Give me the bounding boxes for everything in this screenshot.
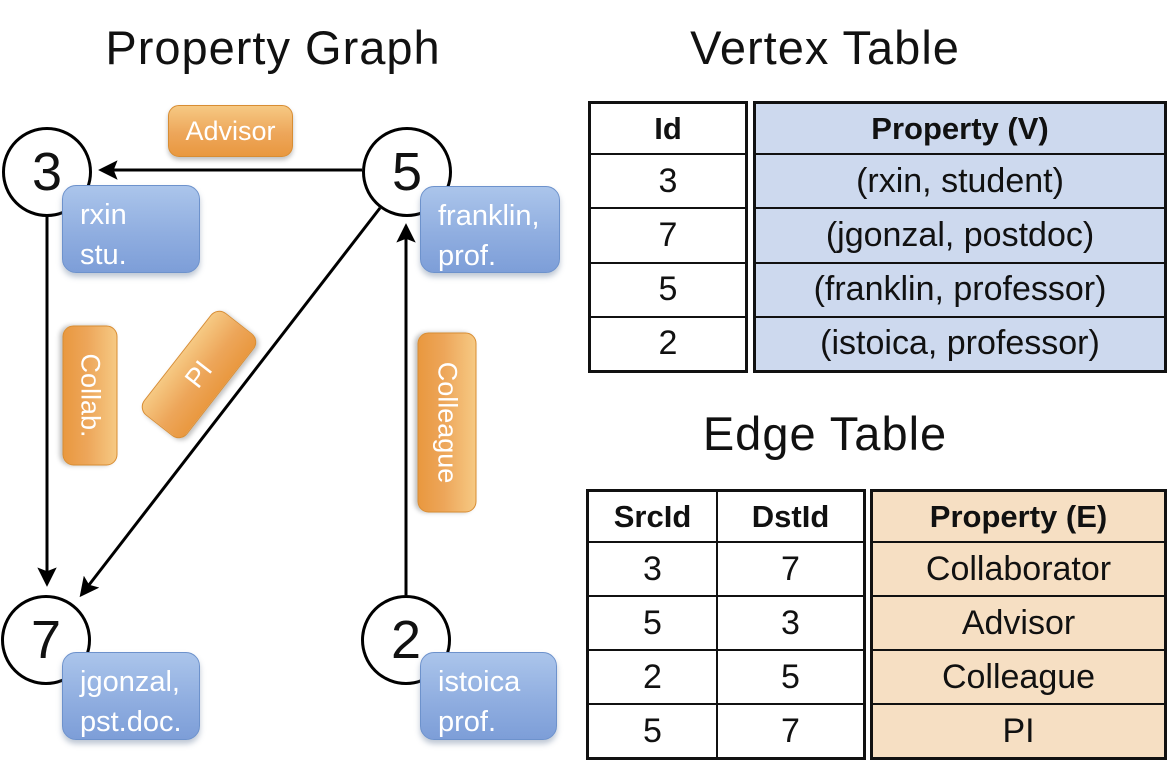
vertex-id-cell: 7 [658,215,678,254]
table-row: 5 3 [589,595,863,649]
edge-src-cell: 5 [643,603,662,642]
column-header-dstid: DstId [716,492,863,541]
vertex-property-cell: (jgonzal, postdoc) [825,215,1095,254]
vertex-table-id-column: Id 3 7 5 2 [588,101,748,373]
vertex-property-box-jgonzal: jgonzal, pst.doc. [62,652,200,740]
edge-src-cell: 2 [643,657,662,696]
table-row: 5 [591,261,745,316]
edge-label-collab: Collab. [62,325,118,466]
table-header-row: Id [591,104,745,153]
vertex-property-line: pst.doc. [80,706,182,738]
vertex-property-cell: (rxin, student) [856,161,1064,200]
vertex-property-line: rxin [80,199,127,231]
vertex-property-line: franklin, [438,200,540,232]
table-row: 3 [591,153,745,207]
edge-dst-cell: 3 [716,597,863,649]
vertex-property-box-istoica: istoica prof. [420,652,557,740]
table-row: 3 7 [589,541,863,595]
edge-label-text: Advisor [185,115,276,146]
graph-node-5: 5 [362,127,452,217]
column-header-property-e: Property (E) [929,498,1108,534]
column-header-property-v: Property (V) [871,110,1049,146]
node-id-label: 7 [30,610,62,670]
table-header-row: Property (V) [756,104,1164,153]
vertex-id-cell: 2 [658,324,678,363]
vertex-id-cell: 3 [658,161,678,200]
edge-property-cell: Collaborator [925,549,1112,588]
table-row: Advisor [873,595,1164,649]
vertex-property-line: istoica [438,666,521,698]
node-id-label: 3 [31,142,63,202]
edge-label-advisor: Advisor [168,105,293,157]
edge-pi-arrow [79,207,382,598]
edge-table-property-column: Property (E) Collaborator Advisor Collea… [870,489,1167,760]
column-header-srcid: SrcId [613,498,692,534]
property-graph-title: Property Graph [105,21,441,74]
table-header-row: SrcId DstId [589,492,863,541]
vertex-id-cell: 5 [658,270,678,309]
vertex-table-title: Vertex Table [690,21,960,74]
vertex-property-box-rxin: rxin stu. [62,185,200,273]
vertex-property-line: stu. [80,239,127,271]
graph-node-2: 2 [361,595,451,685]
table-row: (franklin, professor) [756,261,1164,316]
vertex-property-line: jgonzal, [80,666,180,698]
table-row: (istoica, professor) [756,315,1164,370]
edge-label-text: Colleague [432,361,463,484]
table-row: 7 [591,207,745,261]
edge-dst-cell: 7 [716,705,863,757]
vertex-property-cell: (istoica, professor) [820,324,1100,363]
vertex-property-line: prof. [438,706,497,738]
edge-table-title: Edge Table [702,407,948,460]
table-row: 2 [591,315,745,370]
edge-property-cell: Advisor [961,603,1076,642]
table-row: 2 5 [589,649,863,703]
column-header-id: Id [654,110,682,146]
table-row: (jgonzal, postdoc) [756,207,1164,261]
table-row: Colleague [873,649,1164,703]
table-row: PI [873,703,1164,757]
table-row: Collaborator [873,541,1164,595]
edge-src-cell: 5 [643,711,662,750]
vertex-property-cell: (franklin, professor) [813,270,1107,309]
table-row: (rxin, student) [756,153,1164,207]
table-row: 5 7 [589,703,863,757]
edge-label-text: Collab. [75,353,106,438]
edge-property-cell: PI [1002,711,1035,750]
node-id-label: 2 [390,610,422,670]
vertex-table-property-column: Property (V) (rxin, student) (jgonzal, p… [753,101,1167,373]
edge-dst-cell: 5 [716,651,863,703]
graph-edges-layer [37,160,416,598]
vertex-property-line: prof. [438,240,497,272]
vertex-property-box-franklin: franklin, prof. [420,186,560,273]
edge-dst-cell: 7 [716,543,863,595]
node-id-label: 5 [391,142,423,202]
edge-src-cell: 3 [643,549,662,588]
edge-label-colleague: Colleague [417,332,477,513]
edge-label-text: PI [178,354,219,394]
table-header-row: Property (E) [873,492,1164,541]
edge-table-ids-block: SrcId DstId 3 7 5 3 2 5 5 7 [586,489,866,760]
edge-property-cell: Colleague [941,657,1096,696]
